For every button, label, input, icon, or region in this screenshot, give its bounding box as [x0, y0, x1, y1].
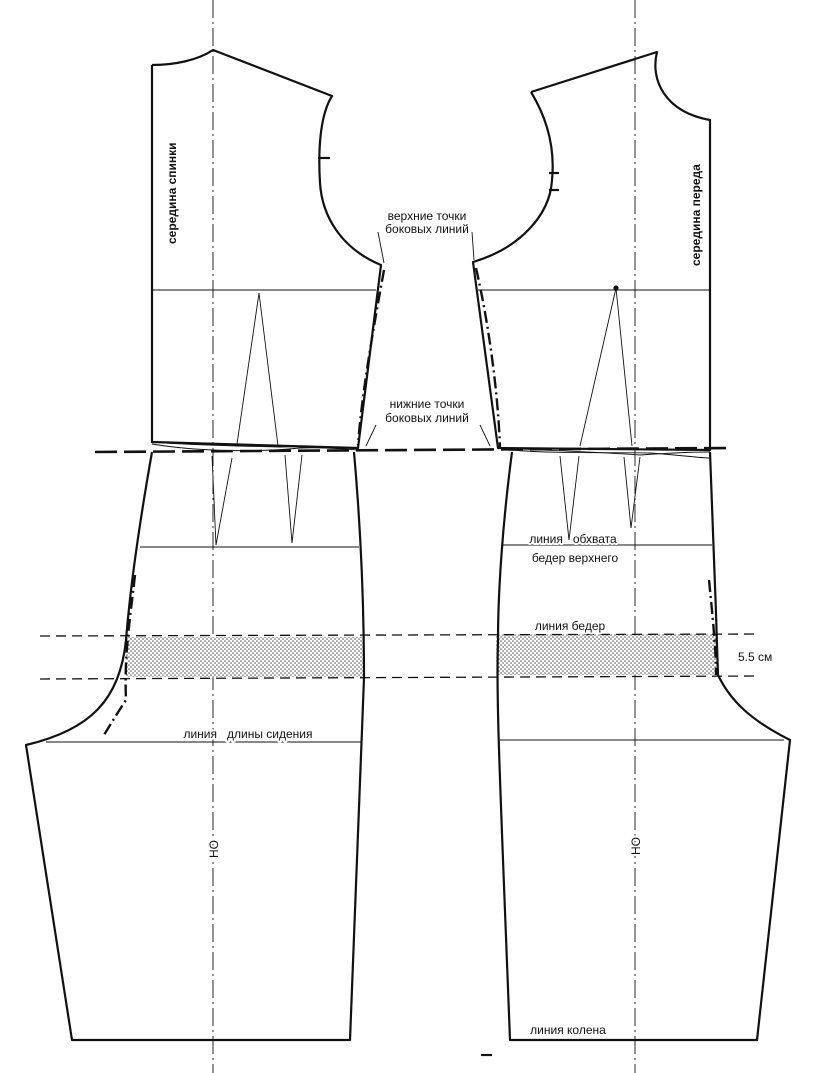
back-trouser-dart-2 — [284, 454, 303, 544]
hip-band-front — [496, 634, 718, 675]
hip-line-top — [39, 633, 761, 637]
front-trouser-waist-curve — [509, 449, 711, 459]
knee-line-label: линия колена — [530, 1023, 606, 1037]
upper-side-points-label-line1: верхние точки — [388, 209, 467, 223]
grain-label-back: НО — [207, 840, 221, 858]
hip-line-bottom — [39, 675, 761, 680]
waist-line — [94, 446, 729, 454]
front-trouser-dart-2 — [623, 456, 641, 529]
center-back-label: середина спинки — [165, 142, 179, 244]
lower-side-points-leader-right — [479, 424, 491, 447]
front-bodice-outline — [471, 50, 712, 452]
back-bodice-outline — [150, 48, 383, 450]
hip-band-back — [126, 637, 364, 677]
center-front-label: середина переда — [689, 164, 703, 266]
front-bodice-dart — [579, 287, 633, 447]
back-bodice-dart — [236, 292, 279, 447]
back-trouser-waist-curve — [151, 443, 359, 452]
front-trouser-side-dashdot — [707, 579, 718, 676]
upper-side-points-leader-left — [377, 231, 385, 264]
lower-side-points-label-line1: нижние точки — [390, 397, 465, 411]
back-trouser-dart-1 — [211, 455, 233, 546]
seat-length-line-label: линия длины сидения — [183, 727, 312, 741]
hip-line-label: линия бедер — [535, 619, 606, 633]
upper-side-points-label-line2: боковых линий — [385, 222, 469, 236]
front-bust-point — [613, 285, 619, 291]
front-trouser-dart-1 — [559, 455, 580, 541]
back-bodice-waist-curve — [151, 441, 359, 449]
upper-side-points-leader-right — [471, 231, 475, 261]
back-trouser-outline — [24, 451, 366, 1042]
lower-side-points-label-line2: боковых линий — [385, 411, 469, 425]
lower-side-points-leader-left — [365, 424, 377, 447]
grain-label-front: НО — [629, 837, 643, 855]
front-bodice-side-dashdot — [474, 267, 502, 449]
upper-hip-line-label-line2: бедер верхнего — [532, 551, 619, 565]
hip-band-width-label: 5.5 см — [738, 650, 772, 664]
back-trouser-side-dashdot — [102, 574, 137, 736]
front-trouser-outline — [496, 451, 792, 1042]
upper-hip-line-label-line1: линия обхвата — [529, 532, 617, 546]
back-bodice-side-dashdot — [356, 269, 386, 446]
